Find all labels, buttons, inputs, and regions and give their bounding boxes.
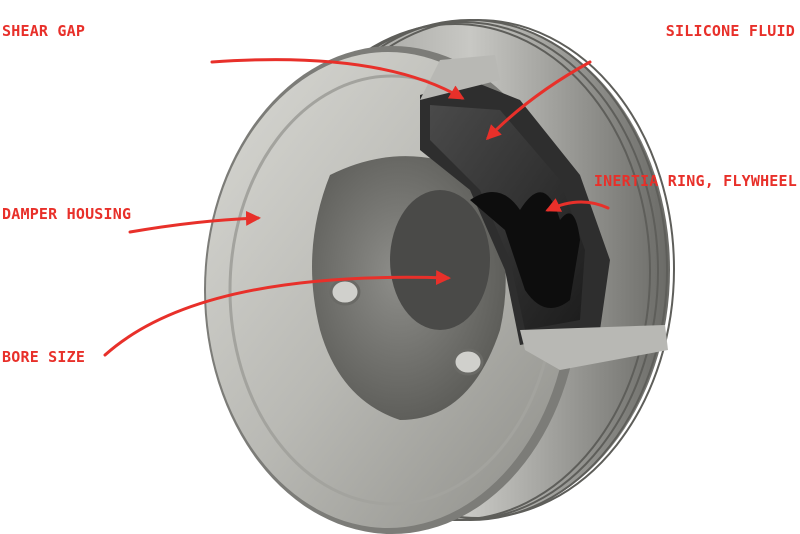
bolt-hole: [329, 278, 361, 306]
bottom-section: [520, 325, 668, 370]
arrow-inertia-ring: [545, 198, 610, 212]
bore: [390, 190, 490, 330]
bolt-hole: [452, 348, 484, 376]
label-damper-housing: DAMPER HOUSING: [2, 205, 132, 223]
silicone-fluid: [470, 192, 580, 308]
cutaway-section: [420, 55, 668, 370]
label-inertia-ring: INERTIA RING, FLYWHEEL: [593, 172, 797, 190]
hub: [312, 156, 506, 420]
arrow-bore-size: [103, 270, 451, 357]
arrow-shear-gap: [210, 58, 465, 100]
label-shear-gap: SHEAR GAP: [2, 22, 86, 40]
arrow-silicone-fluid: [485, 60, 592, 141]
label-silicone-fluid: SILICONE FLUID: [665, 22, 795, 40]
top-section: [420, 55, 500, 100]
label-bore-size: BORE SIZE: [2, 348, 86, 366]
arrow-damper-housing: [128, 210, 261, 234]
